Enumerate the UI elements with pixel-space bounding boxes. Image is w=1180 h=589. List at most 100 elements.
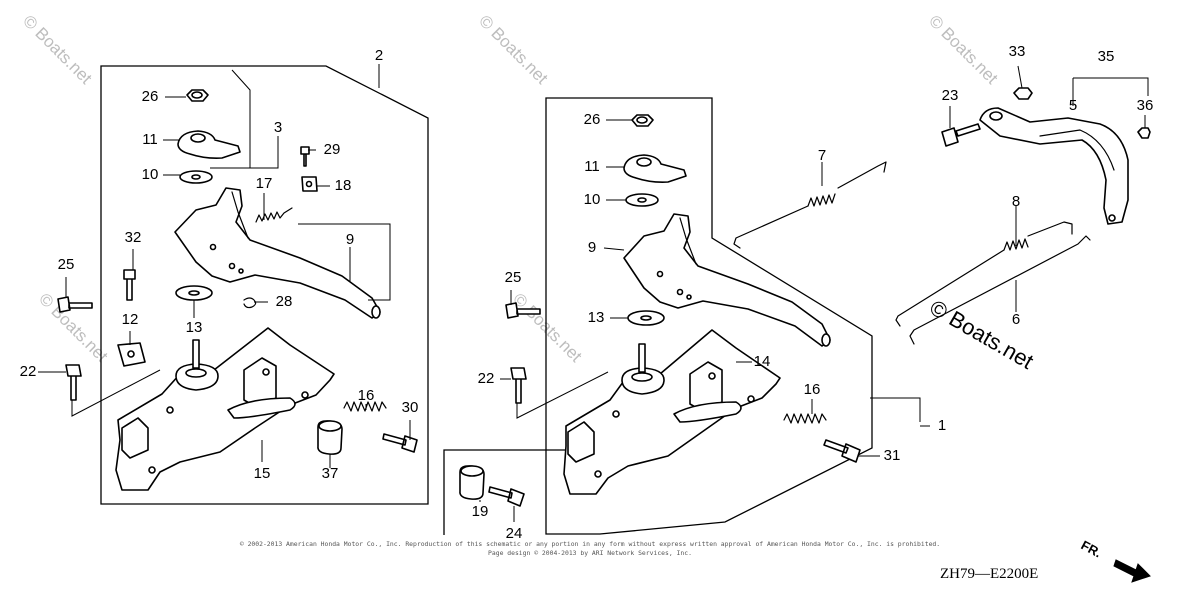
callout-22-left: 22 [20, 363, 37, 380]
callout-13-center: 13 [588, 309, 605, 326]
leader-lines [38, 64, 1149, 522]
control-lever-9-center [623, 213, 831, 347]
collar-19-top [460, 465, 484, 477]
callout-22-center: 22 [478, 370, 495, 387]
choke-rod-6 [909, 235, 1091, 345]
lever-9-center-hole-b [676, 288, 684, 296]
control-base-14-hole-d [747, 395, 755, 403]
control-base-15 [115, 327, 335, 491]
bolt-31 [823, 439, 861, 463]
lever-9-left-hole-b [228, 262, 236, 270]
center-assembly-frame [545, 97, 873, 535]
nut-26-left-hole [191, 91, 203, 99]
callout-25-left: 25 [58, 256, 75, 273]
control-base-15-bend [121, 417, 149, 459]
bolt-24 [488, 486, 525, 507]
watermark-top-center: © Boats.net [475, 11, 552, 88]
lever-5-hole [989, 111, 1003, 121]
callout-5: 5 [1069, 97, 1077, 114]
right-parts [733, 87, 1151, 345]
control-base-15-hole-b [148, 466, 156, 474]
spring-17 [255, 207, 293, 223]
nut-33 [1013, 87, 1033, 100]
lever-9-left-hole-c [238, 268, 244, 274]
callout-33: 33 [1009, 43, 1026, 60]
nut-36 [1137, 127, 1151, 139]
control-lever-9-left [174, 187, 381, 319]
footer: © 2002-2013 American Honda Motor Co., In… [240, 537, 1151, 583]
callout-8: 8 [1012, 193, 1020, 210]
callout-31: 31 [884, 447, 901, 464]
watermark-top-right: © Boats.net [925, 11, 1002, 88]
washer-10-left-hole [191, 174, 201, 180]
left-parts [57, 89, 418, 491]
lever-9-center-tube-end [821, 333, 831, 347]
joint-18-hole [305, 180, 313, 188]
callout-2: 2 [375, 47, 383, 64]
joint-plate-11-left [177, 130, 241, 159]
callout-28: 28 [276, 293, 293, 310]
callout-19: 19 [472, 503, 489, 520]
front-direction-indicator: FR. [1079, 537, 1151, 583]
callout-10-left: 10 [142, 166, 159, 183]
bolt-22-center [510, 367, 527, 404]
control-base-15-stud [192, 339, 200, 369]
callout-11-left: 11 [142, 131, 158, 148]
control-base-14-bend [567, 421, 595, 463]
control-base-15-hole-a [166, 406, 174, 414]
callout-26-left: 26 [142, 88, 159, 105]
watermark-top-left: © Boats.net [19, 11, 96, 88]
screw-29 [300, 146, 310, 167]
callout-16-left: 16 [358, 387, 375, 404]
control-base-15-boss-top [185, 368, 207, 378]
callout-9-left: 9 [346, 231, 354, 248]
callout-10-center: 10 [584, 191, 601, 208]
nut-26-center-hole [636, 116, 648, 124]
callout-12: 12 [122, 311, 139, 328]
control-base-15-hole-d [301, 391, 309, 399]
lever-9-center-hole-c [686, 294, 692, 300]
control-base-14 [563, 329, 781, 495]
diagram-code: ZH79—E2200E [940, 566, 1038, 582]
spring-16-center [783, 413, 827, 424]
callout-29: 29 [324, 141, 341, 158]
control-base-15-slot [227, 397, 296, 419]
callout-3: 3 [274, 119, 282, 136]
front-direction-arrow [1113, 559, 1151, 583]
callout-13-left: 13 [186, 319, 203, 336]
callout-17: 17 [256, 175, 273, 192]
callout-15: 15 [254, 465, 271, 482]
center-parts [459, 114, 861, 507]
control-base-14-boss-top [631, 372, 653, 382]
washer-13-left-hole [188, 290, 200, 296]
callout-30: 30 [402, 399, 419, 416]
callout-37: 37 [322, 465, 339, 482]
lever-9-left-hole-a [209, 243, 217, 251]
callouts: 2 3 26 11 10 29 17 18 9 32 25 12 13 28 2… [20, 43, 1154, 542]
lever-5 [979, 107, 1129, 225]
callout-14: 14 [754, 353, 771, 370]
governor-rod-7 [733, 161, 887, 249]
lever-9-center-hole-a [656, 270, 664, 278]
joint-plate-11-center [623, 154, 687, 183]
governor-spring-7 [807, 193, 836, 207]
front-direction-label: FR. [1079, 537, 1105, 560]
clip-28 [243, 297, 257, 309]
copyright-line-2: Page design © 2004-2013 by ARI Network S… [488, 549, 692, 557]
callout-35: 35 [1098, 48, 1115, 65]
nut-12-hole [127, 350, 135, 358]
control-base-14-hole-c [708, 372, 716, 380]
left-assembly-frame [100, 65, 429, 505]
callout-18: 18 [335, 177, 352, 194]
lever-9-left-tube-end [371, 305, 381, 319]
lever-5-end-hole [1108, 214, 1116, 222]
bolt-25-left [57, 296, 93, 313]
governor-rod-8 [895, 221, 1073, 327]
callout-32: 32 [125, 229, 142, 246]
lever-9-center-edge [679, 217, 697, 265]
callout-11-center: 11 [584, 158, 600, 175]
watermark-mid-left: © Boats.net [35, 289, 112, 366]
copyright-line-1: © 2002-2013 American Honda Motor Co., In… [240, 540, 940, 548]
governor-spring-8 [1003, 238, 1029, 251]
